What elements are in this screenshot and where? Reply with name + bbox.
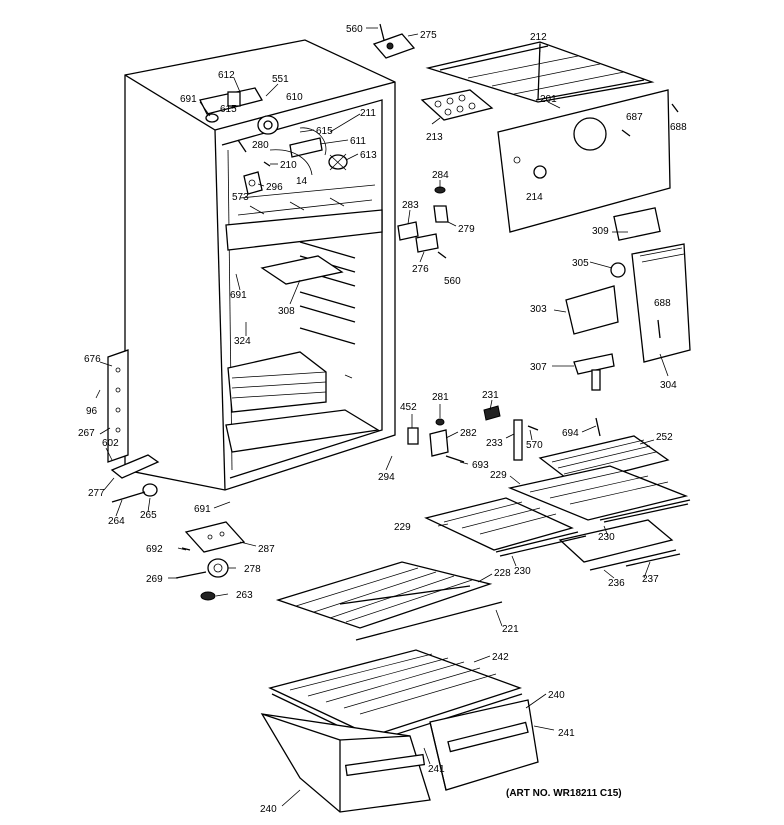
label-324: 324 — [234, 336, 251, 347]
label-551: 551 — [272, 74, 289, 85]
label-307: 307 — [530, 362, 547, 373]
shelf-hardware-parts — [407, 405, 601, 463]
label-309: 309 — [592, 226, 609, 237]
label-230: 230 — [514, 566, 531, 577]
label-612: 612 — [218, 70, 235, 81]
label-plate-309 — [613, 207, 661, 241]
label-276: 276 — [412, 264, 429, 275]
label-570: 570 — [526, 440, 543, 451]
base-parts — [175, 521, 246, 601]
label-305: 305 — [572, 258, 589, 269]
label-221: 221 — [502, 624, 519, 635]
label-304: 304 — [660, 380, 677, 391]
label-308: 308 — [278, 306, 295, 317]
leader-lines — [95, 27, 669, 807]
ice-tray-213 — [420, 89, 494, 121]
label-287: 287 — [258, 544, 275, 555]
label-610: 610 — [286, 92, 303, 103]
label-214: 214 — [526, 192, 543, 203]
cabinet-components — [199, 87, 348, 195]
label-277: 277 — [88, 488, 105, 499]
label-281: 281 — [432, 392, 449, 403]
label-692: 692 — [146, 544, 163, 555]
damper-parts — [397, 186, 449, 259]
label-693: 693 — [472, 460, 489, 471]
label-213: 213 — [426, 132, 443, 143]
wire-shelf-229-right — [507, 465, 691, 521]
label-267: 267 — [78, 428, 95, 439]
label-241: 241 — [428, 764, 445, 775]
label-229: 229 — [394, 522, 411, 533]
evaporator-cover-201 — [497, 89, 679, 233]
label-237: 237 — [642, 574, 659, 585]
label-280: 280 — [252, 140, 269, 151]
label-688: 688 — [654, 298, 671, 309]
label-691: 691 — [194, 504, 211, 515]
label-264: 264 — [108, 516, 125, 527]
wire-shelf-229-left — [424, 497, 579, 553]
art-number: (ART NO. WR18211 C15) — [506, 788, 622, 799]
wire-shelf-228 — [275, 561, 493, 629]
label-573: 573 — [232, 192, 249, 203]
label-282: 282 — [460, 428, 477, 439]
label-283: 283 — [402, 200, 419, 211]
label-694: 694 — [562, 428, 579, 439]
crisper-drawers-240 — [260, 699, 539, 813]
label-242: 242 — [492, 652, 509, 663]
label-303: 303 — [530, 304, 547, 315]
label-613: 613 — [360, 150, 377, 161]
label-676: 676 — [84, 354, 101, 365]
label-687: 687 — [626, 112, 643, 123]
label-284: 284 — [432, 170, 449, 181]
label-210: 210 — [280, 160, 297, 171]
label-265: 265 — [140, 510, 157, 521]
label-275: 275 — [420, 30, 437, 41]
glass-shelf-252 — [538, 435, 670, 485]
label-611: 611 — [350, 136, 366, 147]
label-240: 240 — [260, 804, 277, 815]
label-263: 263 — [236, 590, 253, 601]
temperature-control-parts — [565, 243, 691, 391]
freezer-wire-shelf-212 — [425, 41, 655, 103]
crisper-rails — [499, 503, 689, 571]
label-241: 241 — [558, 728, 575, 739]
label-602: 602 — [102, 438, 119, 449]
label-211: 211 — [360, 108, 376, 119]
label-252: 252 — [656, 432, 673, 443]
label-240: 240 — [548, 690, 565, 701]
label-560: 560 — [346, 24, 363, 35]
label-231: 231 — [482, 390, 499, 401]
top-hinge-275 — [372, 23, 416, 59]
label-279: 279 — [458, 224, 475, 235]
label-615: 615 — [220, 104, 237, 115]
label-294: 294 — [378, 472, 395, 483]
label-691: 691 — [230, 290, 247, 301]
shelf-rail-221 — [355, 601, 503, 641]
label-236: 236 — [608, 578, 625, 589]
label-229: 229 — [490, 470, 507, 481]
label-691: 691 — [180, 94, 197, 105]
refrigerator-cabinet — [107, 39, 396, 503]
label-452: 452 — [400, 402, 417, 413]
label-14: 14 — [296, 176, 308, 187]
label-230: 230 — [598, 532, 615, 543]
label-269: 269 — [146, 574, 163, 585]
label-96: 96 — [86, 406, 98, 417]
label-296: 296 — [266, 182, 283, 193]
label-212: 212 — [530, 32, 547, 43]
label-615: 615 — [316, 126, 333, 137]
label-688: 688 — [670, 122, 687, 133]
label-278: 278 — [244, 564, 261, 575]
label-233: 233 — [486, 438, 503, 449]
label-201: 201 — [540, 94, 557, 105]
part-number-labels: 560 275 212 201 688 687 213 214 612 551 … — [78, 24, 687, 815]
label-560: 560 — [444, 276, 461, 287]
label-228: 228 — [494, 568, 511, 579]
